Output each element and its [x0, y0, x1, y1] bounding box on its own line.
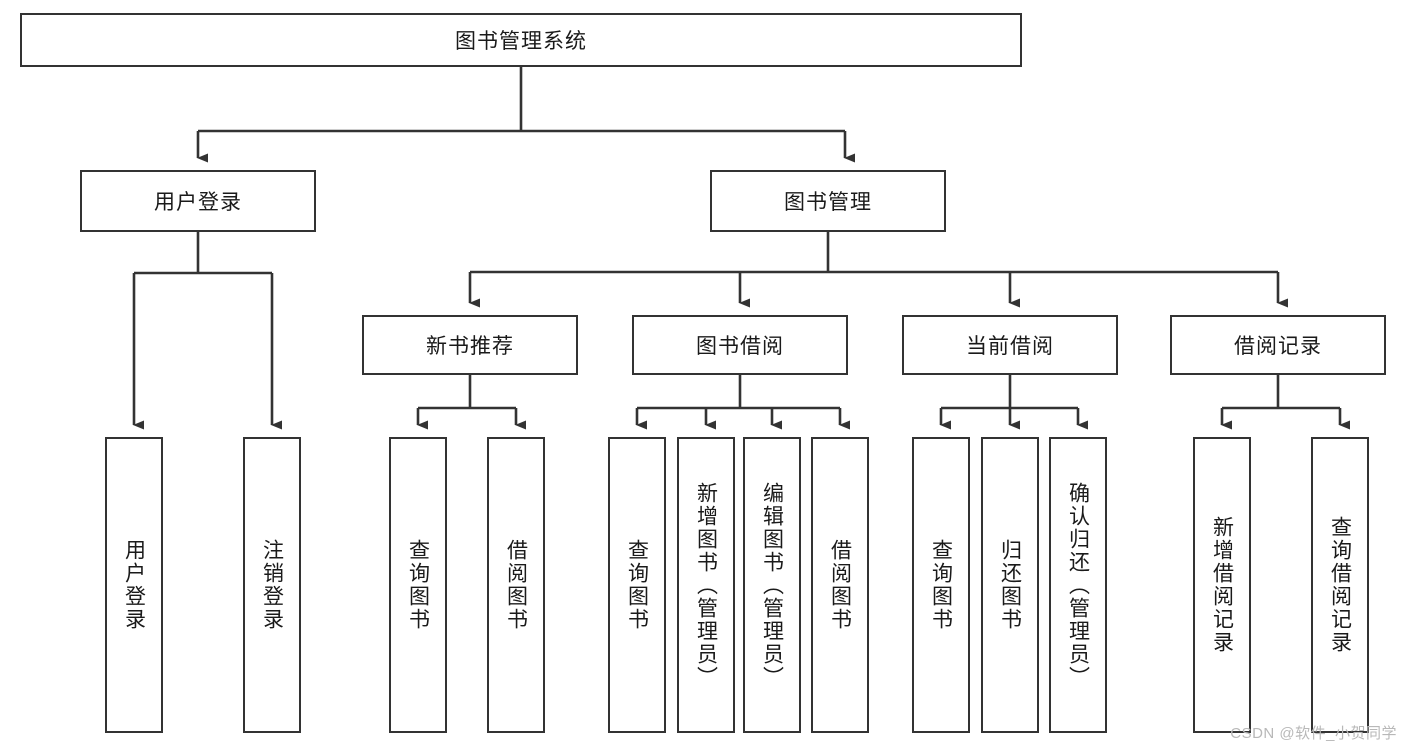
- node-label: 新增图书（管理员）: [694, 481, 718, 689]
- node-borrow-record[interactable]: 借阅记录: [1170, 315, 1386, 375]
- node-book-borrow[interactable]: 图书借阅: [632, 315, 848, 375]
- node-label: 归还图书: [998, 539, 1022, 631]
- node-label: 借阅图书: [828, 539, 852, 631]
- node-label: 借阅记录: [1234, 335, 1322, 358]
- node-label: 新增借阅记录: [1210, 516, 1234, 654]
- node-label: 用户登录: [154, 191, 242, 214]
- node-label: 当前借阅: [966, 335, 1054, 358]
- node-label: 确认归还（管理员）: [1066, 481, 1090, 689]
- node-label: 借阅图书: [504, 539, 528, 631]
- node-user-login[interactable]: 用户登录: [80, 170, 316, 232]
- leaf-borrow-add-book-admin[interactable]: 新增图书（管理员）: [677, 437, 735, 733]
- node-label: 新书推荐: [426, 335, 514, 358]
- node-label: 编辑图书（管理员）: [760, 481, 784, 689]
- node-current-borrow[interactable]: 当前借阅: [902, 315, 1118, 375]
- leaf-current-query-book[interactable]: 查询图书: [912, 437, 970, 733]
- leaf-record-add-record[interactable]: 新增借阅记录: [1193, 437, 1251, 733]
- node-label: 查询图书: [625, 539, 649, 631]
- leaf-user-login-signout[interactable]: 注销登录: [243, 437, 301, 733]
- node-book-management[interactable]: 图书管理: [710, 170, 946, 232]
- leaf-recommend-borrow-book[interactable]: 借阅图书: [487, 437, 545, 733]
- leaf-recommend-query-book[interactable]: 查询图书: [389, 437, 447, 733]
- leaf-borrow-edit-book-admin[interactable]: 编辑图书（管理员）: [743, 437, 801, 733]
- node-root-system[interactable]: 图书管理系统: [20, 13, 1022, 67]
- node-label: 查询图书: [929, 539, 953, 631]
- leaf-borrow-borrow-book[interactable]: 借阅图书: [811, 437, 869, 733]
- node-new-book-recommend[interactable]: 新书推荐: [362, 315, 578, 375]
- leaf-current-return-book[interactable]: 归还图书: [981, 437, 1039, 733]
- watermark-text: CSDN @软件_小贺同学: [1230, 725, 1397, 742]
- node-label: 查询图书: [406, 539, 430, 631]
- node-label: 查询借阅记录: [1328, 516, 1352, 654]
- leaf-user-login-signin[interactable]: 用户登录: [105, 437, 163, 733]
- node-label: 图书管理: [784, 191, 872, 214]
- node-label: 图书借阅: [696, 335, 784, 358]
- leaf-borrow-query-book[interactable]: 查询图书: [608, 437, 666, 733]
- node-label: 注销登录: [260, 539, 284, 631]
- leaf-current-confirm-return-admin[interactable]: 确认归还（管理员）: [1049, 437, 1107, 733]
- node-label: 用户登录: [122, 539, 146, 631]
- node-label: 图书管理系统: [455, 30, 587, 53]
- leaf-record-query-record[interactable]: 查询借阅记录: [1311, 437, 1369, 733]
